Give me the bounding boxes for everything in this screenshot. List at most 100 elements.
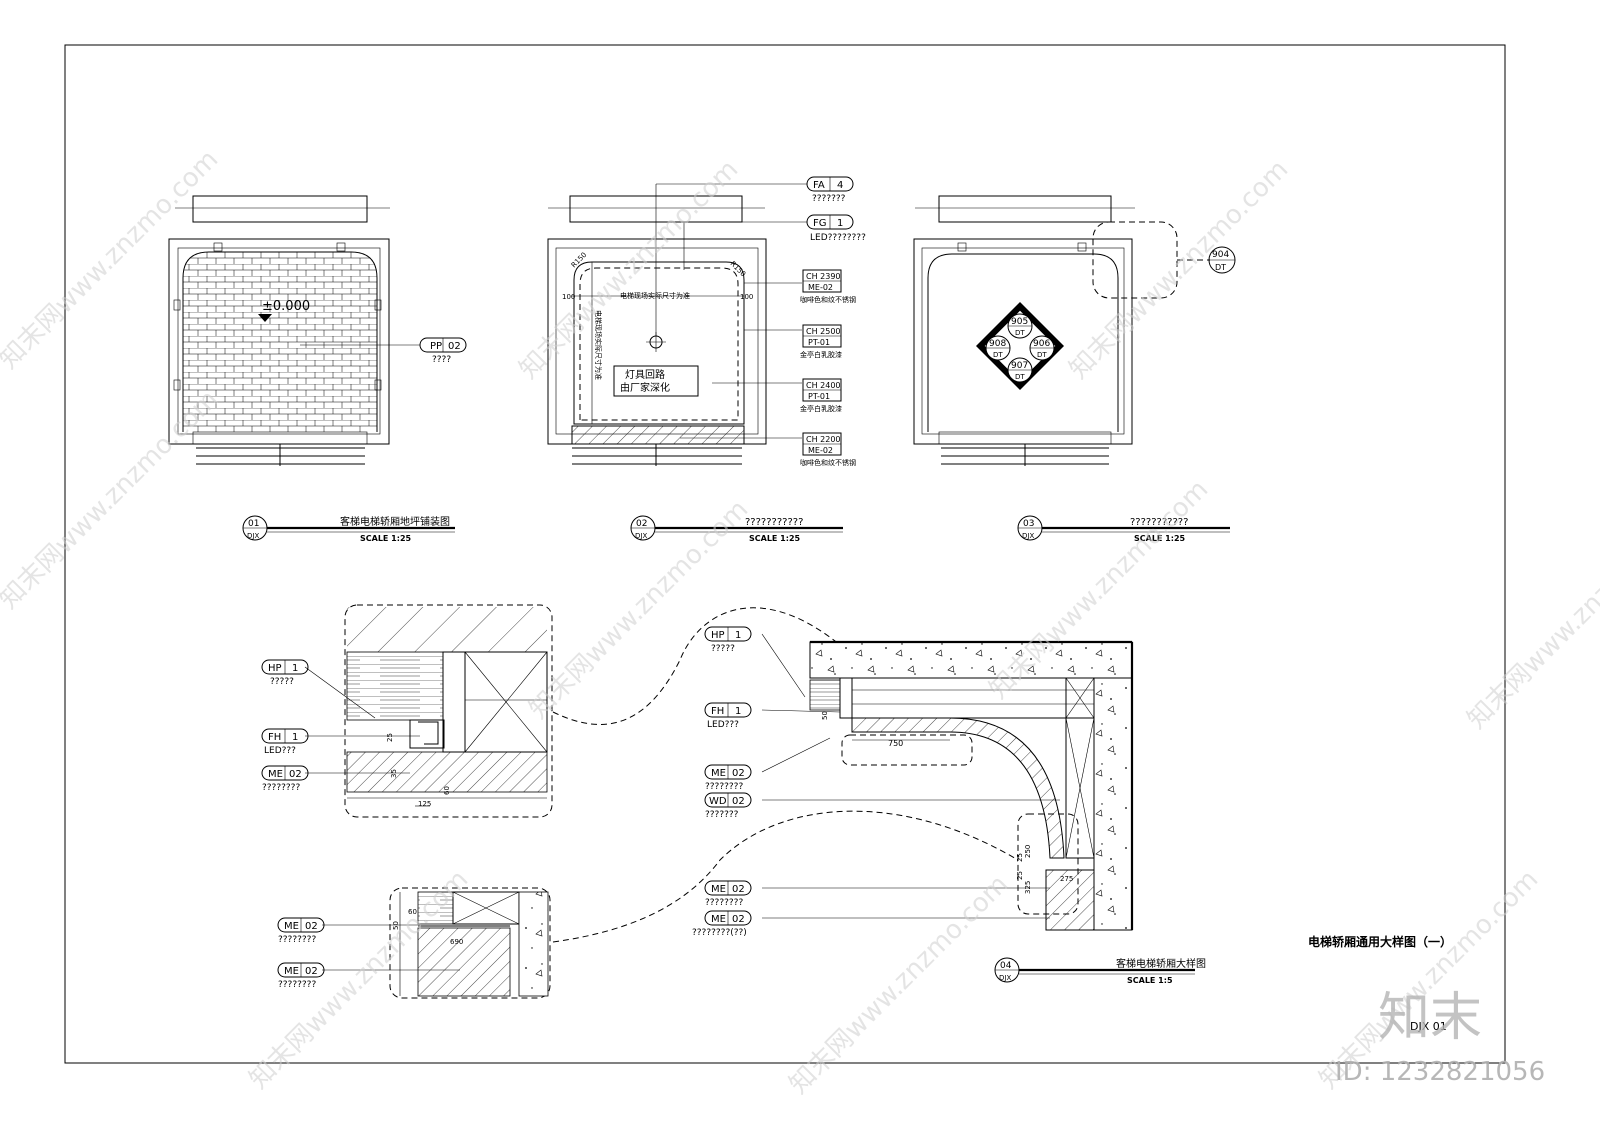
note-box-line2: 由厂家深化 [620,381,670,394]
material-tag-num: 02 [448,341,461,352]
connector-curve-top [552,607,841,725]
svg-text:02: 02 [305,966,318,977]
detail-bottom-tags: ME 02 ???????? ME 02 ???????? [277,917,325,990]
svg-text:咖啡色和纹不锈钢: 咖啡色和纹不锈钢 [800,295,856,304]
wall-plan-view [913,195,1210,466]
svg-text:FH: FH [268,732,281,743]
dimension-note-horizontal: 电梯现场实际尺寸为准 [620,291,690,300]
material-tag-code: PP [430,341,442,352]
view-title: 客梯电梯轿厢地坪铺装图 [340,515,450,528]
material-tag-me: ME 02 ???????? [261,765,309,793]
svg-text:904: 904 [1212,250,1229,260]
svg-text:知末网www.znzmo.com: 知末网www.znzmo.com [784,869,1015,1100]
detail-callout-904: 904 DT [1208,246,1236,274]
cabin-detail-view: 750 275 250 25 325 25 50 [761,633,1134,931]
svg-text:50: 50 [392,921,400,930]
sheet-title: 电梯轿厢通用大样图（一） [1308,934,1452,949]
svg-text:FH: FH [711,706,724,717]
ceiling-height-tag: CH 2500 PT-01 金亭白乳胶漆 [800,324,842,359]
svg-text:ME: ME [711,914,726,925]
svg-text:CH 2400: CH 2400 [806,381,841,390]
cabin-detail-tags: HP 1 ????? FH 1 LED??? ME 02 ???????? WD… [692,626,752,938]
svg-text:250: 250 [1024,845,1032,858]
svg-text:ME-02: ME-02 [808,446,833,455]
material-tag-fh: FH 1 LED??? [704,702,752,730]
svg-text:ME: ME [284,921,299,932]
view-scale: SCALE 1:25 [749,534,801,543]
svg-text:DT: DT [1015,373,1025,381]
svg-text:02: 02 [732,884,745,895]
svg-text:275: 275 [1060,875,1073,883]
svg-text:???????: ??????? [812,194,846,204]
note-box-line1: 灯具回路 [625,368,665,381]
material-tag-me: ME 02 ???????? [704,880,752,908]
svg-text:????????: ???????? [262,783,300,793]
detail-left: 25 35 60 125 [304,604,553,818]
svg-text:????????: ???????? [705,898,743,908]
watermark-logo: 知末 [1378,988,1482,1048]
dimension-100-right: 100 [740,293,753,301]
svg-text:DT: DT [993,351,1003,359]
svg-text:690: 690 [450,938,463,946]
svg-text:1: 1 [292,663,298,674]
svg-text:DT: DT [1215,263,1226,272]
svg-text:知末网www.znzmo.com: 知末网www.znzmo.com [1064,154,1295,385]
view-title-03: 03 DJX ??????????? SCALE 1:25 [1017,515,1230,543]
svg-text:1: 1 [735,630,741,641]
view-scale: SCALE 1:5 [1127,976,1173,985]
svg-text:咖啡色和纹不锈钢: 咖啡色和纹不锈钢 [800,458,856,467]
material-tag-fg: FG 1 LED???????? [806,214,866,243]
svg-text:1: 1 [837,218,843,229]
svg-text:60: 60 [408,908,417,916]
svg-text:ME: ME [284,966,299,977]
detail-callout-diamond: 905 DT 908 DT 906 DT 907 DT [976,302,1064,390]
view-ref: DJX [1022,532,1034,540]
view-title-04: 04 DJX 客梯电梯轿厢大样图 SCALE 1:5 [994,957,1206,985]
svg-text:FG: FG [813,218,827,229]
svg-text:???????: ??????? [705,810,739,820]
svg-text:907: 907 [1011,361,1028,371]
view-scale: SCALE 1:25 [1134,534,1186,543]
ceiling-top-tags: FA 4 ??????? FG 1 LED???????? [806,176,866,243]
sheet-border [64,44,1506,1064]
detail-callout-outline [1092,221,1178,299]
callout-907: 907 DT [1007,357,1033,383]
view-title: 客梯电梯轿厢大样图 [1116,957,1206,970]
svg-text:知末网www.znzmo.com: 知末网www.znzmo.com [1462,504,1600,735]
elevation-label: ±0.000 [262,299,310,314]
dimension-note-vertical: 电梯现场实际尺寸为准 [594,310,603,380]
material-tag-me: ME 02 ???????? [277,962,325,990]
svg-text:ME-02: ME-02 [808,283,833,292]
svg-text:125: 125 [418,800,431,808]
floor-plan-view: ±0.000 PP 02 ???? [168,195,467,466]
view-ref: DJX [999,974,1011,982]
material-tag-wd: WD 02 ??????? [704,792,752,820]
svg-text:PT-01: PT-01 [808,392,830,401]
svg-text:CH 2500: CH 2500 [806,327,841,336]
callout-906: 906 DT [1029,335,1055,361]
svg-text:02: 02 [289,769,302,780]
svg-text:325: 325 [1024,881,1032,894]
svg-text:ME: ME [711,884,726,895]
ceiling-height-tag: CH 2390 ME-02 咖啡色和纹不锈钢 [800,269,856,304]
ceiling-height-tags: CH 2390 ME-02 咖啡色和纹不锈钢 CH 2500 PT-01 金亭白… [800,269,856,467]
radius-right: R150 [729,260,748,279]
svg-text:908: 908 [989,339,1006,349]
svg-text:????????(??): ????????(??) [692,928,747,938]
material-tag-me: ME 02 ????????(??) [692,910,752,938]
material-tag-me: ME 02 ???????? [704,764,752,792]
sheet-number: DJX 01 [1410,1020,1447,1033]
callout-905: 905 DT [1007,313,1033,339]
view-title-01: 01 DJX 客梯电梯轿厢地坪铺装图 SCALE 1:25 [242,515,455,543]
svg-text:?????: ????? [711,644,735,654]
svg-text:60: 60 [443,786,451,795]
view-scale: SCALE 1:25 [360,534,412,543]
material-tag-fa: FA 4 ??????? [806,176,854,204]
svg-text:FA: FA [813,180,825,191]
material-tag-fh: FH 1 LED??? [261,728,309,756]
svg-text:02: 02 [732,768,745,779]
svg-text:02: 02 [305,921,318,932]
svg-text:HP: HP [268,663,282,674]
svg-text:4: 4 [837,180,843,191]
svg-text:LED????????: LED???????? [810,233,866,243]
